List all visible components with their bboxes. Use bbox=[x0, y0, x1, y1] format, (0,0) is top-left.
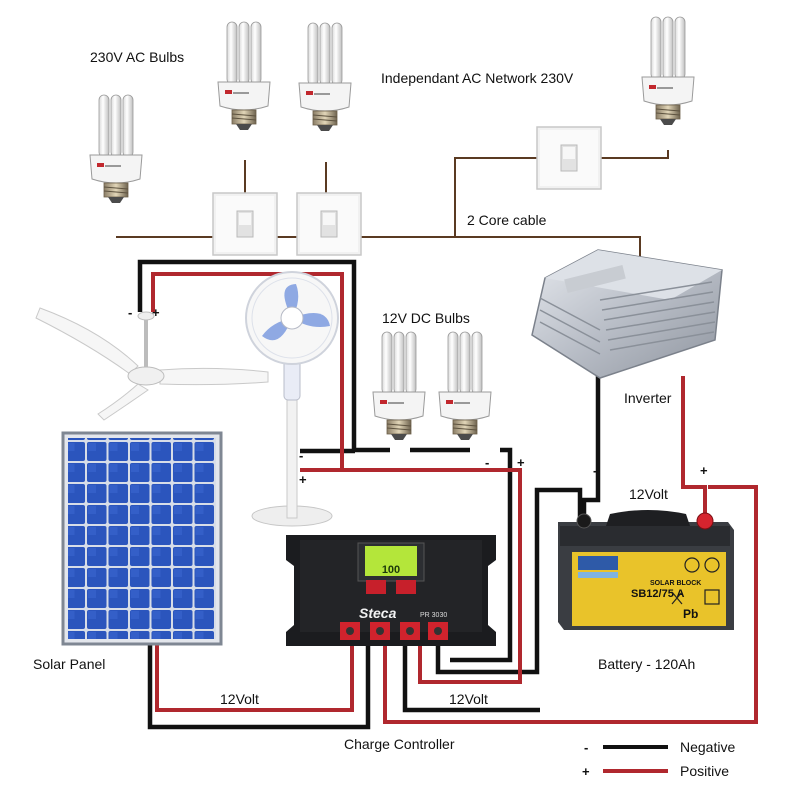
negative-wiring bbox=[137, 259, 601, 730]
dc-bulbs-plus: + bbox=[517, 455, 525, 470]
dc-bulb-left bbox=[372, 331, 426, 441]
load-volt-label: 12Volt bbox=[449, 691, 488, 707]
controller-terminals bbox=[340, 622, 448, 640]
solar-panel bbox=[61, 431, 223, 646]
inverter-unit bbox=[531, 249, 723, 379]
battery-safety-icons bbox=[671, 557, 720, 605]
ceiling-fan bbox=[35, 307, 269, 421]
battery-capacity-label: Battery - 120Ah bbox=[598, 656, 695, 672]
polarity-signs: - + - + - + - + bbox=[128, 305, 708, 487]
legend-negative-label: Negative bbox=[680, 739, 735, 755]
battery-volt-label: 12Volt bbox=[629, 486, 668, 502]
charge-controller: 100 Steca PR 3030 bbox=[286, 535, 496, 646]
dc-bulbs-label: 12V DC Bulbs bbox=[382, 310, 470, 326]
charge-controller-label: Charge Controller bbox=[344, 736, 455, 752]
ac-bulb-network bbox=[641, 16, 695, 126]
battery-plus: + bbox=[700, 463, 708, 478]
ac-bulb-left bbox=[89, 94, 143, 204]
ac-network-label: Independant AC Network 230V bbox=[381, 70, 574, 86]
controller-display-readout: 100 bbox=[382, 564, 400, 576]
legend: - Negative + Positive bbox=[582, 739, 735, 779]
ac-bulb-center-left bbox=[217, 21, 271, 131]
ceiling-fan-minus: - bbox=[128, 305, 132, 320]
positive-wiring bbox=[151, 272, 758, 724]
controller-model: PR 3030 bbox=[420, 612, 447, 619]
solar-panel-label: Solar Panel bbox=[33, 656, 105, 672]
battery-label-line1: SOLAR BLOCK bbox=[650, 580, 701, 587]
battery-label-line2: SB12/75 A bbox=[631, 588, 684, 600]
battery-minus: - bbox=[593, 463, 597, 478]
battery: SOLAR BLOCK SB12/75 A Pb bbox=[558, 510, 734, 630]
pedestal-fan-plus: + bbox=[299, 472, 307, 487]
controller-brand: Steca bbox=[359, 605, 397, 621]
ac-bulb-center-right bbox=[298, 22, 352, 132]
panel-volt-label: 12Volt bbox=[220, 691, 259, 707]
pedestal-fan-minus: - bbox=[299, 448, 303, 463]
legend-positive-label: Positive bbox=[680, 763, 729, 779]
legend-negative-sign: - bbox=[584, 740, 588, 755]
wall-switch-network bbox=[536, 126, 602, 190]
wall-switch-1 bbox=[212, 192, 278, 256]
legend-positive-sign: + bbox=[582, 764, 590, 779]
inverter-label: Inverter bbox=[624, 390, 672, 406]
ceiling-fan-plus: + bbox=[152, 305, 160, 320]
battery-label-pb: Pb bbox=[683, 607, 698, 621]
pedestal-fan bbox=[245, 271, 339, 527]
wall-switch-2 bbox=[296, 192, 362, 256]
dc-bulbs-minus: - bbox=[485, 455, 489, 470]
dc-bulb-right bbox=[438, 331, 492, 441]
core-cable-label: 2 Core cable bbox=[467, 212, 547, 228]
ac-bulbs-label: 230V AC Bulbs bbox=[90, 49, 184, 65]
